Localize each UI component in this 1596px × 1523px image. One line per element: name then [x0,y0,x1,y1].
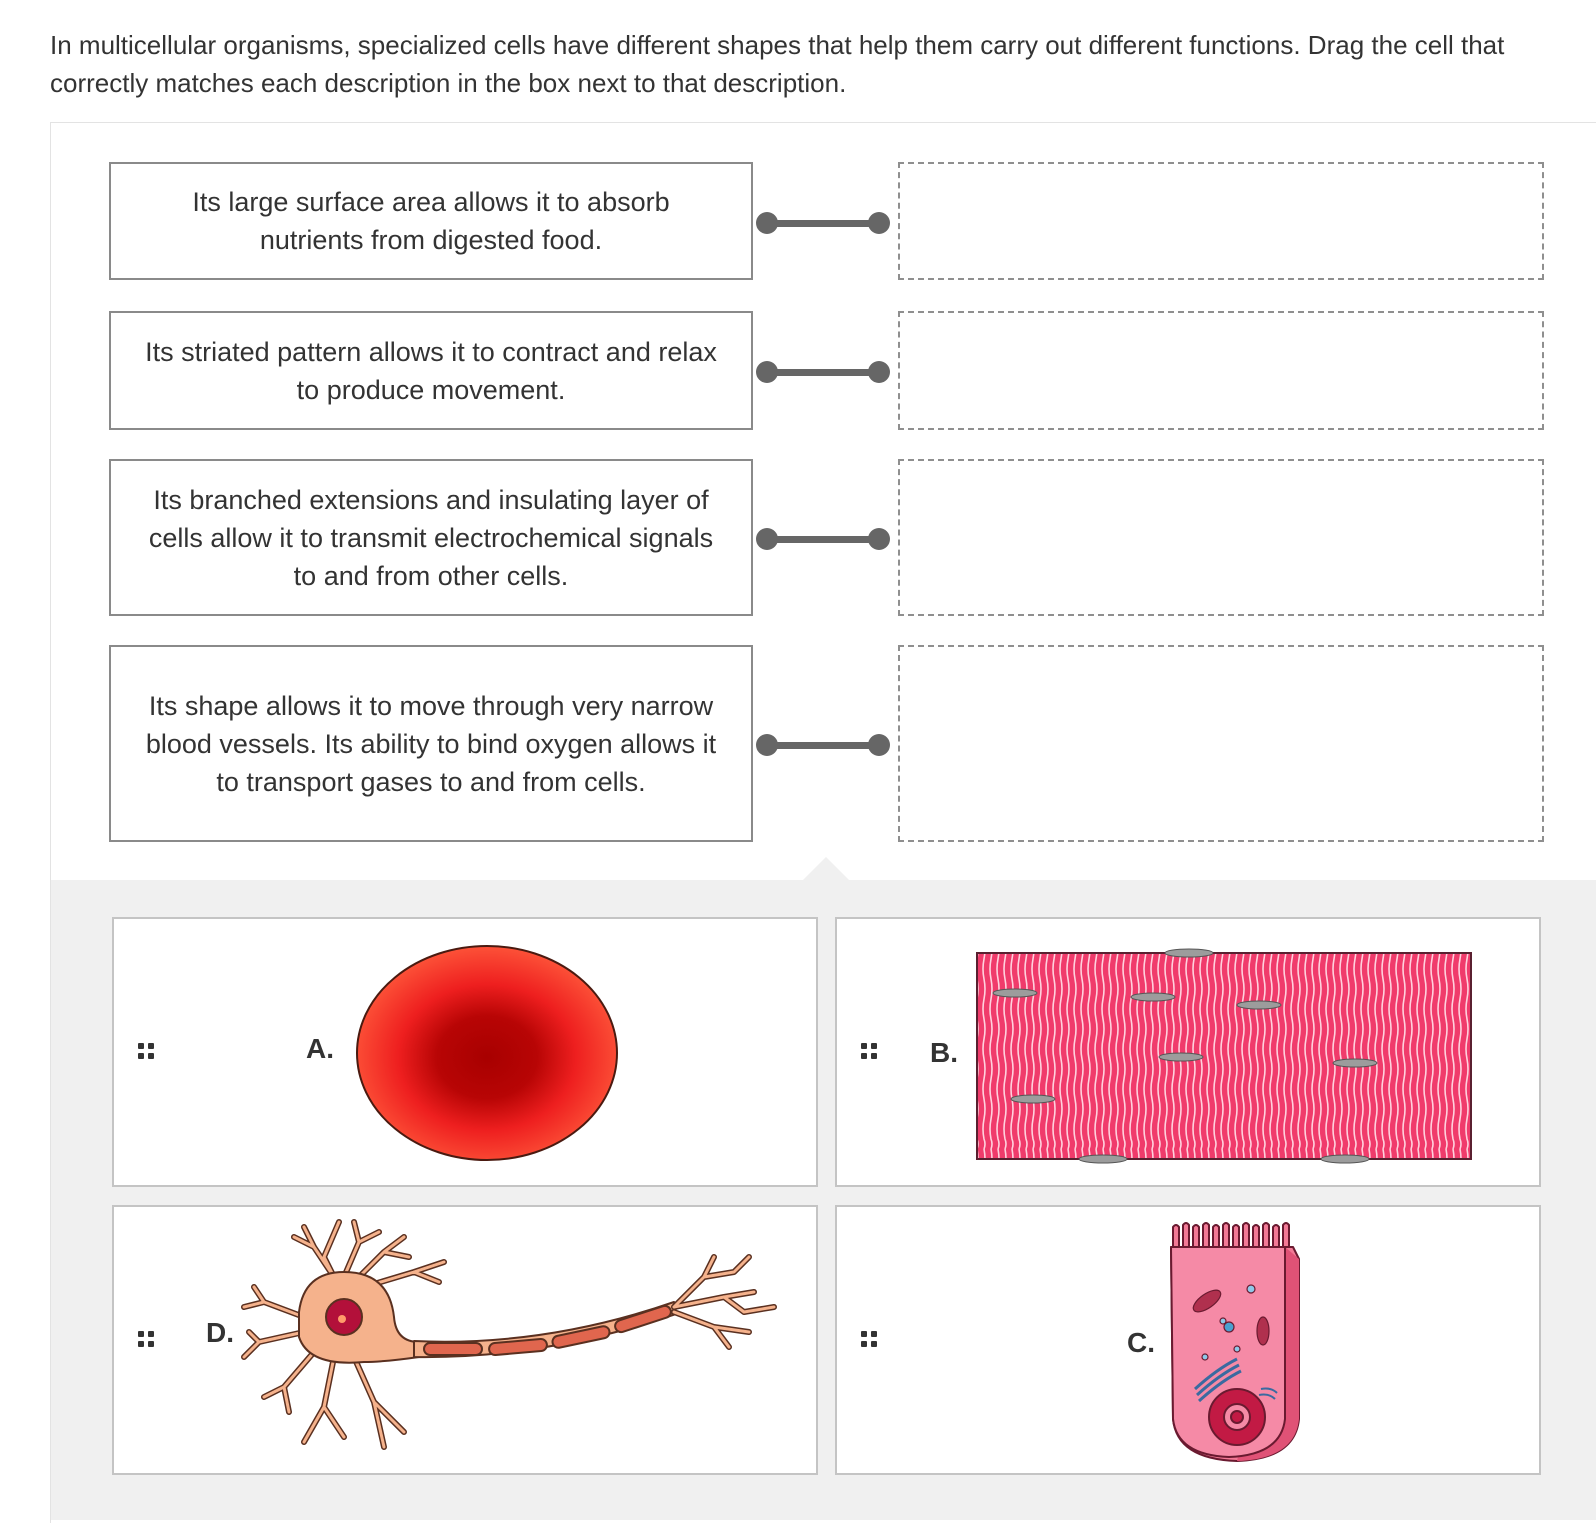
card-label-c: C. [1127,1327,1155,1358]
card-label-b: B. [930,1037,958,1068]
draggable-card-b[interactable]: B. [835,917,1541,1187]
connector-1 [756,211,890,235]
description-text-2: Its striated pattern allows it to contra… [145,336,717,405]
drop-zone-3[interactable] [898,459,1544,616]
description-box-3: Its branched extensions and insulating l… [109,459,753,616]
description-box-2: Its striated pattern allows it to contra… [109,311,753,430]
description-box-1: Its large surface area allows it to abso… [109,162,753,280]
description-text-1: Its large surface area allows it to abso… [192,187,670,255]
connector-4 [756,733,890,757]
draggable-card-d[interactable]: D. [112,1205,818,1475]
instructions-text: In multicellular organisms, specialized … [50,30,1505,98]
drop-zone-1[interactable] [898,162,1544,280]
red-blood-cell-icon [356,945,618,1161]
card-label-d: D. [206,1317,234,1348]
epithelial-cell-icon [1170,1222,1300,1462]
draggable-card-a[interactable]: A. [112,917,818,1187]
description-text-4: Its shape allows it to move through very… [145,690,717,797]
card-label-a: A. [306,1033,334,1064]
draggable-card-c[interactable]: C. [835,1205,1541,1475]
drag-handle-icon[interactable] [138,1043,154,1059]
drag-handle-icon[interactable] [861,1043,877,1059]
connector-3 [756,527,890,551]
connector-2 [756,360,890,384]
drag-handle-icon[interactable] [861,1331,877,1347]
drag-handle-icon[interactable] [138,1331,154,1347]
tray-pointer [803,857,849,880]
muscle-cell-icon [976,948,1472,1164]
nerve-cell-icon [241,1219,777,1450]
drop-zone-2[interactable] [898,311,1544,430]
description-box-4: Its shape allows it to move through very… [109,645,753,842]
description-text-3: Its branched extensions and insulating l… [148,484,714,591]
drop-zone-4[interactable] [898,645,1544,842]
